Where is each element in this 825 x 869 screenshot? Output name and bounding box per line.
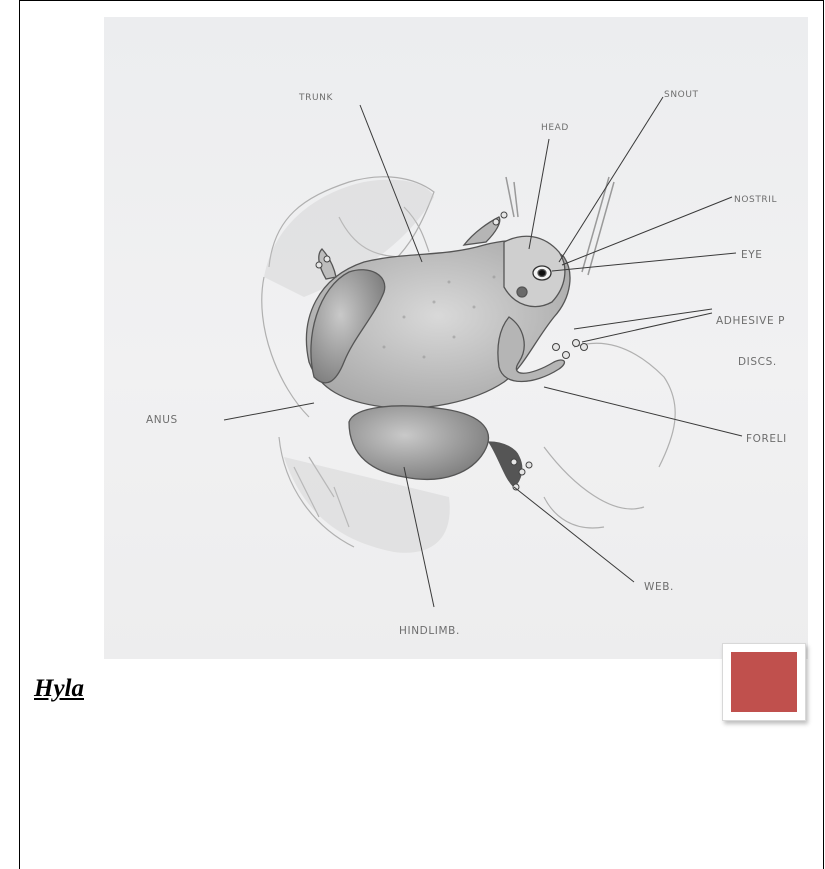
- accent-square: [722, 643, 806, 721]
- label-trunk: TRUNK: [298, 93, 333, 103]
- label-forelimb: FORELI: [746, 433, 787, 445]
- caption-genus: Hyla: [34, 675, 84, 703]
- label-eye: EYE: [741, 249, 762, 261]
- label-web: WEB.: [644, 581, 674, 593]
- label-anus: ANUS: [146, 414, 178, 426]
- label-head: HEAD: [541, 123, 569, 133]
- label-discs: DISCS.: [738, 356, 777, 368]
- label-adhesive: ADHESIVE P: [716, 315, 785, 327]
- label-snout: SNOUT: [664, 90, 699, 100]
- accent-square-fill: [731, 652, 797, 712]
- label-nostril: NOSTRIL: [734, 195, 777, 205]
- label-hindlimb: HINDLIMB.: [399, 625, 460, 637]
- frog-drawing-photo: TRUNK HEAD SNOUT NOSTRIL EYE ADHESIVE P …: [104, 17, 808, 659]
